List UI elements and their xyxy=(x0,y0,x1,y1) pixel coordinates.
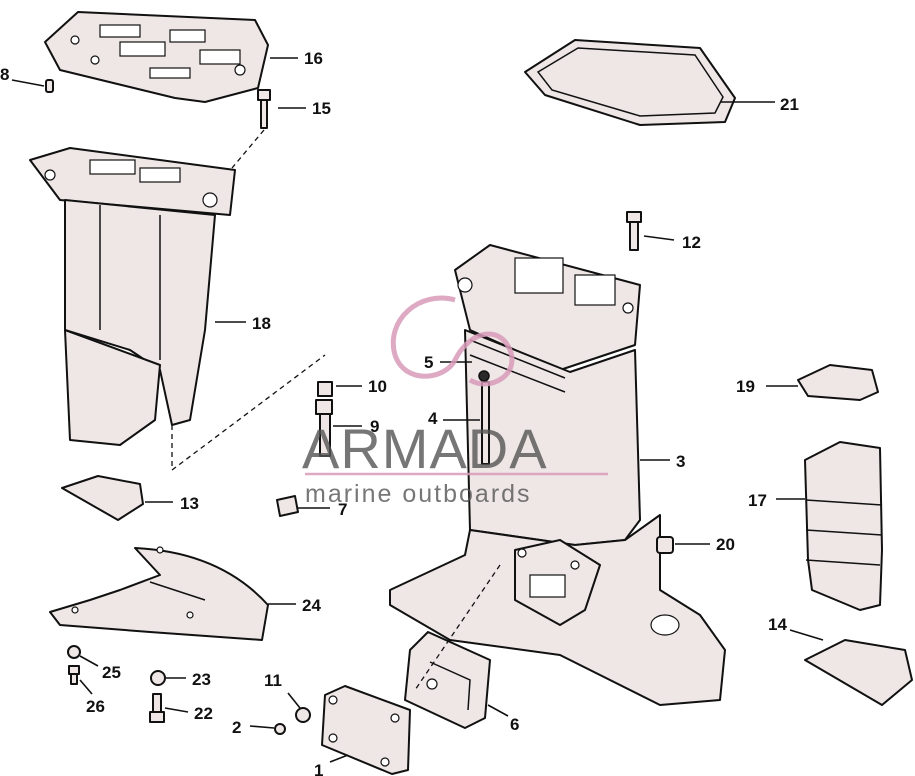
part-6-block xyxy=(404,631,491,729)
callout-19: 19 xyxy=(736,377,755,396)
callout-3: 3 xyxy=(676,452,685,471)
part-14-seal xyxy=(804,639,913,706)
callout-18: 18 xyxy=(252,314,271,333)
dashed-guide-18b xyxy=(171,354,326,471)
callout-20: 20 xyxy=(716,535,735,554)
callout-22: 22 xyxy=(194,704,213,723)
part-2-screw xyxy=(274,723,286,735)
callout-2: 2 xyxy=(232,718,241,737)
part-22-bolt xyxy=(149,693,165,723)
part-23-nut xyxy=(150,670,166,686)
watermark-subtitle: marine outboards xyxy=(305,480,532,508)
callout-labels: 16 8 15 21 12 18 5 10 19 4 9 3 17 13 7 2… xyxy=(0,49,799,776)
callout-11: 11 xyxy=(264,671,282,690)
armada-watermark: ARMADA marine outboards xyxy=(302,295,608,508)
callout-8: 8 xyxy=(0,65,9,84)
callout-9: 9 xyxy=(370,417,379,436)
part-10-bushing xyxy=(317,381,333,397)
callout-21: 21 xyxy=(780,95,799,114)
callout-23: 23 xyxy=(192,670,211,689)
callout-16: 16 xyxy=(304,49,323,68)
callout-15: 15 xyxy=(312,99,331,118)
callout-26: 26 xyxy=(86,697,105,716)
callout-4: 4 xyxy=(428,409,438,428)
callout-17: 17 xyxy=(748,491,767,510)
watermark-title: ARMADA xyxy=(302,417,548,480)
part-16-gasket-plate xyxy=(44,11,269,103)
part-13-seal xyxy=(61,475,144,521)
part-19-seal xyxy=(797,364,879,401)
part-21-seal-ring xyxy=(524,39,736,126)
part-20-plug xyxy=(656,536,674,554)
part-8-dowel-pin xyxy=(45,79,54,93)
dashed-guide-3 xyxy=(414,564,501,691)
callout-7: 7 xyxy=(338,500,347,519)
part-26-screw xyxy=(68,665,80,685)
part-5-grommet xyxy=(478,370,490,382)
part-9-tube xyxy=(315,399,333,457)
callout-1: 1 xyxy=(314,761,323,776)
callout-13: 13 xyxy=(180,494,199,513)
callout-10: 10 xyxy=(368,377,387,396)
dashed-guide-15 xyxy=(231,129,265,169)
callout-24: 24 xyxy=(302,596,321,615)
armada-logo-mark xyxy=(390,295,515,387)
part-12-bolt xyxy=(626,211,642,251)
part-11-washer xyxy=(295,707,311,723)
part-18-exhaust-housing xyxy=(29,147,236,446)
part-17-sleeve xyxy=(804,441,883,611)
part-1-cover-plate xyxy=(321,685,411,775)
callout-25: 25 xyxy=(102,663,121,682)
callout-6: 6 xyxy=(510,715,519,734)
part-15-bolt xyxy=(257,89,271,129)
callout-12: 12 xyxy=(682,233,701,252)
part-7-grommet xyxy=(276,495,299,517)
leader-lines xyxy=(11,57,824,763)
callout-5: 5 xyxy=(424,353,433,372)
callout-14: 14 xyxy=(768,615,787,634)
part-25-washer xyxy=(67,645,81,659)
part-24-anti-cavitation-plate xyxy=(49,546,269,641)
